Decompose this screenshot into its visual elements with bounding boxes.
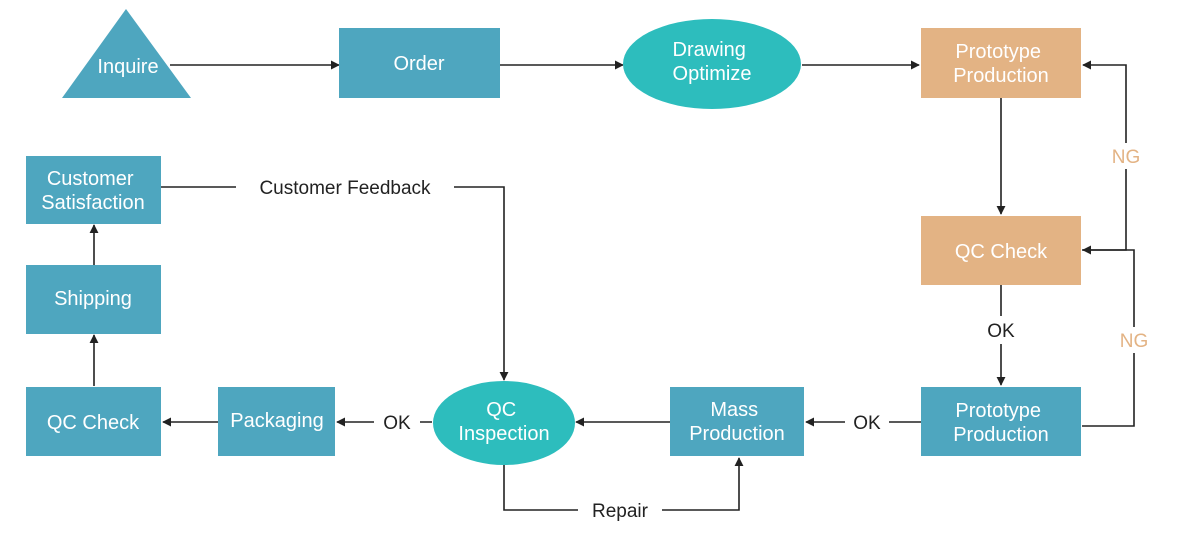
feedback-label-bg — [236, 173, 454, 201]
mass-production-line-1: Mass — [710, 399, 758, 421]
packaging-label: Packaging — [230, 410, 323, 432]
qc-check-right-label: QC Check — [955, 241, 1048, 263]
prototype-bottom-box — [921, 387, 1081, 456]
ng-bottom-label: NG — [1120, 331, 1149, 352]
ok-packaging-label: OK — [383, 413, 411, 434]
qc-check-left-box — [26, 387, 161, 456]
ok-mass-label-bg — [845, 408, 889, 436]
ok-vertical-label: OK — [987, 321, 1015, 342]
shipping-label: Shipping — [54, 288, 132, 310]
node-mass-production: Mass Production — [670, 387, 804, 456]
ok-vertical-label-bg — [980, 316, 1022, 344]
inquire-triangle-shape — [62, 9, 191, 98]
prototype-top-label: Prototype Production — [953, 41, 1049, 87]
prototype-bottom-line-2: Production — [953, 424, 1049, 446]
ng-top-label-bg — [1104, 143, 1148, 169]
drawing-optimize-ellipse — [623, 19, 801, 109]
customer-satisfaction-line-1: Customer — [47, 168, 134, 190]
ng-top-label: NG — [1112, 147, 1141, 168]
qc-inspection-ellipse — [433, 381, 575, 465]
qc-check-left-label: QC Check — [47, 412, 140, 434]
customer-satisfaction-box — [26, 156, 161, 224]
shipping-box — [26, 265, 161, 334]
node-prototype-production-top: Prototype Production — [921, 28, 1081, 98]
repair-label-bg — [578, 496, 662, 524]
node-inquire: Inquire — [62, 9, 191, 98]
packaging-box — [218, 387, 335, 456]
qc-check-right-box — [921, 216, 1081, 285]
node-qc-check-right: QC Check — [921, 216, 1081, 285]
repair-label: Repair — [592, 501, 649, 522]
node-shipping: Shipping — [26, 265, 161, 334]
drawing-optimize-line-2: Optimize — [673, 63, 752, 85]
prototype-bottom-line-1: Prototype — [955, 400, 1041, 422]
edge-feedback — [161, 186, 509, 381]
ok-mass-label: OK — [853, 413, 881, 434]
drawing-optimize-label: Drawing Optimize — [673, 39, 752, 85]
node-qc-inspection: QC Inspection — [433, 381, 575, 465]
node-customer-satisfaction: Customer Satisfaction — [26, 156, 161, 224]
node-packaging: Packaging — [218, 387, 335, 456]
node-drawing-optimize: Drawing Optimize — [623, 19, 801, 109]
customer-satisfaction-line-2: Satisfaction — [41, 192, 144, 214]
order-label: Order — [393, 53, 444, 75]
order-box — [339, 28, 500, 98]
mass-production-label: Mass Production — [689, 399, 785, 445]
drawing-optimize-line-1: Drawing — [673, 39, 746, 61]
qc-inspection-line-1: QC — [486, 399, 516, 421]
ng-bottom-label-bg — [1112, 327, 1156, 353]
mass-production-box — [670, 387, 804, 456]
prototype-bottom-label: Prototype Production — [953, 400, 1049, 446]
qc-inspection-line-2: Inspection — [458, 423, 549, 445]
ok-packaging-label-bg — [374, 408, 420, 436]
node-order: Order — [339, 28, 500, 98]
customer-satisfaction-label: Customer Satisfaction — [41, 168, 144, 214]
node-prototype-production-bottom: Prototype Production — [921, 387, 1081, 456]
qc-inspection-label: QC Inspection — [458, 399, 549, 445]
inquire-label: Inquire — [97, 56, 158, 78]
node-qc-check-left: QC Check — [26, 387, 161, 456]
mass-production-line-2: Production — [689, 423, 785, 445]
customer-feedback-label: Customer Feedback — [259, 178, 431, 199]
prototype-top-line-2: Production — [953, 65, 1049, 87]
prototype-top-line-1: Prototype — [955, 41, 1041, 63]
prototype-top-box — [921, 28, 1081, 98]
